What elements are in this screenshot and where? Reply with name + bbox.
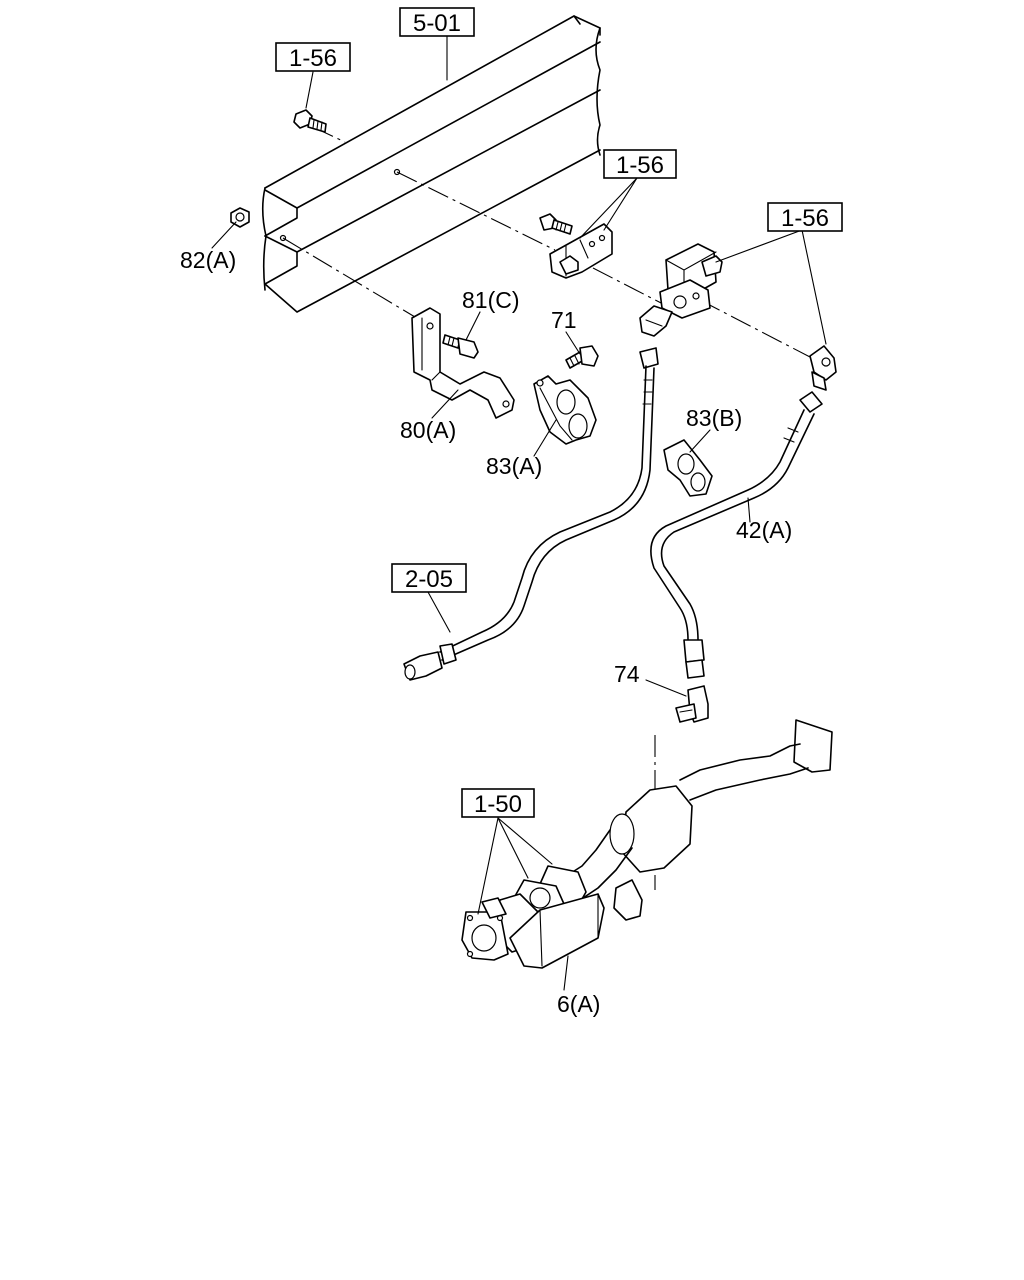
part-label-83a: 83(A) <box>486 453 542 479</box>
pipe-42a <box>650 391 823 679</box>
part-label-6a: 6(A) <box>557 991 600 1017</box>
pipe-2-05 <box>403 365 655 681</box>
part-label-74: 74 <box>614 661 640 687</box>
frame-rail <box>261 15 601 313</box>
bolt-71 <box>565 345 599 369</box>
part-label-82a: 82(A) <box>180 247 236 273</box>
ref-label-1-56-right: 1-56 <box>781 205 829 232</box>
ref-box-5-01: 5-01 <box>399 7 475 37</box>
bracket-mid <box>539 213 613 279</box>
ref-box-1-56-top: 1-56 <box>275 42 351 72</box>
ref-label-1-56-mid: 1-56 <box>616 152 664 179</box>
clamp-83b <box>663 439 713 497</box>
valve-assembly <box>639 243 723 369</box>
ref-label-1-56-top: 1-56 <box>289 45 337 72</box>
part-label-83b: 83(B) <box>686 405 742 431</box>
part-label-42a: 42(A) <box>736 517 792 543</box>
ref-label-5-01: 5-01 <box>413 10 461 37</box>
elbow-fitting-right <box>809 345 837 391</box>
bracket-80a <box>411 307 515 419</box>
bolt-81c <box>442 334 479 359</box>
part-label-80a: 80(A) <box>400 417 456 443</box>
ref-label-1-50: 1-50 <box>474 791 522 818</box>
clamp-83a <box>533 375 597 445</box>
ref-box-1-56-right: 1-56 <box>767 202 843 232</box>
fitting-74 <box>675 685 709 723</box>
ref-box-1-56-mid: 1-56 <box>603 149 677 179</box>
bolt-top <box>293 109 327 133</box>
exhaust-pipe-6a <box>461 719 833 969</box>
ref-box-1-50: 1-50 <box>461 788 535 818</box>
part-label-71: 71 <box>551 307 577 333</box>
leader-lines <box>211 33 827 991</box>
ref-label-2-05: 2-05 <box>405 566 453 593</box>
ref-box-2-05: 2-05 <box>391 563 467 593</box>
part-label-81c: 81(C) <box>462 287 520 313</box>
